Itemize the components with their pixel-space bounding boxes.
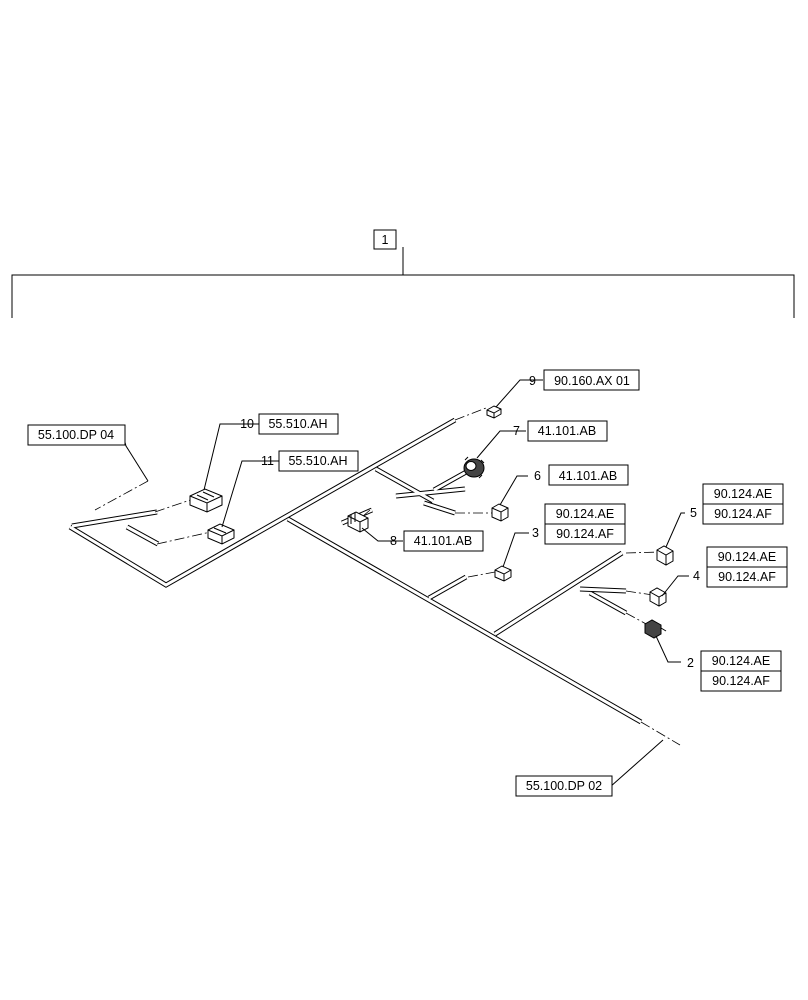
callout-ref: 41.101.AB: [538, 424, 596, 438]
callout-8[interactable]: 8 41.101.AB: [390, 530, 484, 552]
callout-ref: 90.124.AE: [556, 507, 614, 521]
connector-11[interactable]: [207, 523, 235, 545]
callout-2[interactable]: 2 90.124.AE 90.124.AF: [687, 650, 782, 692]
callout-number: 10: [240, 417, 254, 431]
connector-4[interactable]: [649, 587, 667, 607]
callout-number: 5: [690, 506, 697, 520]
connector-7[interactable]: [463, 456, 485, 479]
callout-ref: 41.101.AB: [559, 469, 617, 483]
callout-ref: 90.124.AF: [712, 674, 770, 688]
connector-8[interactable]: [347, 511, 369, 533]
callout-number: 11: [261, 454, 274, 468]
callout-ref: 90.124.AE: [718, 550, 776, 564]
callout-number: 9: [529, 374, 536, 388]
harness-wires: [68, 417, 643, 725]
connector-9[interactable]: [486, 405, 502, 419]
callout-9[interactable]: 9 90.160.AX 01: [529, 369, 640, 391]
assembly-bracket: 1: [11, 229, 795, 318]
dash-lines: [94, 407, 681, 746]
connector-5[interactable]: [656, 545, 674, 566]
callout-number: 4: [693, 569, 700, 583]
callout-ref: 90.124.AE: [712, 654, 770, 668]
callout-10[interactable]: 10 55.510.AH: [240, 413, 339, 435]
callout-number: 7: [513, 424, 520, 438]
callout-ref: 41.101.AB: [414, 534, 472, 548]
callout-5[interactable]: 5 90.124.AE 90.124.AF: [690, 483, 784, 525]
callout-ref: 90.124.AF: [556, 527, 614, 541]
external-ref-text: 55.100.DP 02: [526, 779, 602, 793]
callout-3[interactable]: 3 90.124.AE 90.124.AF: [532, 503, 626, 545]
connectors: [189, 405, 674, 639]
callout-6[interactable]: 6 41.101.AB: [534, 464, 629, 486]
callout-ref: 55.510.AH: [268, 417, 327, 431]
callout-ref: 90.124.AF: [718, 570, 776, 584]
callout-number: 6: [534, 469, 541, 483]
callout-number: 2: [687, 656, 694, 670]
callout-ref: 90.124.AF: [714, 507, 772, 521]
external-ref-left[interactable]: 55.100.DP 04: [27, 424, 126, 446]
callout-ref: 55.510.AH: [288, 454, 347, 468]
external-ref-text: 55.100.DP 04: [38, 428, 114, 442]
callout-ref: 90.160.AX 01: [554, 374, 630, 388]
external-ref-bottom[interactable]: 55.100.DP 02: [515, 775, 613, 797]
connector-6[interactable]: [491, 503, 509, 522]
connector-10[interactable]: [189, 488, 223, 513]
callout-7[interactable]: 7 41.101.AB: [513, 420, 608, 442]
callout-11[interactable]: 11 55.510.AH: [261, 450, 359, 472]
callout-number: 8: [390, 534, 397, 548]
wire-fill: [69, 418, 642, 724]
callout-4[interactable]: 4 90.124.AE 90.124.AF: [693, 546, 788, 588]
assembly-item-number: 1: [382, 233, 389, 247]
callout-number: 3: [532, 526, 539, 540]
connector-3[interactable]: [494, 565, 512, 582]
callout-ref: 90.124.AE: [714, 487, 772, 501]
assembly-item-box[interactable]: [373, 229, 397, 250]
callouts: 9 90.160.AX 01 10 55.510.AH 11 55.510.AH…: [27, 369, 788, 797]
connector-2[interactable]: [644, 619, 667, 639]
